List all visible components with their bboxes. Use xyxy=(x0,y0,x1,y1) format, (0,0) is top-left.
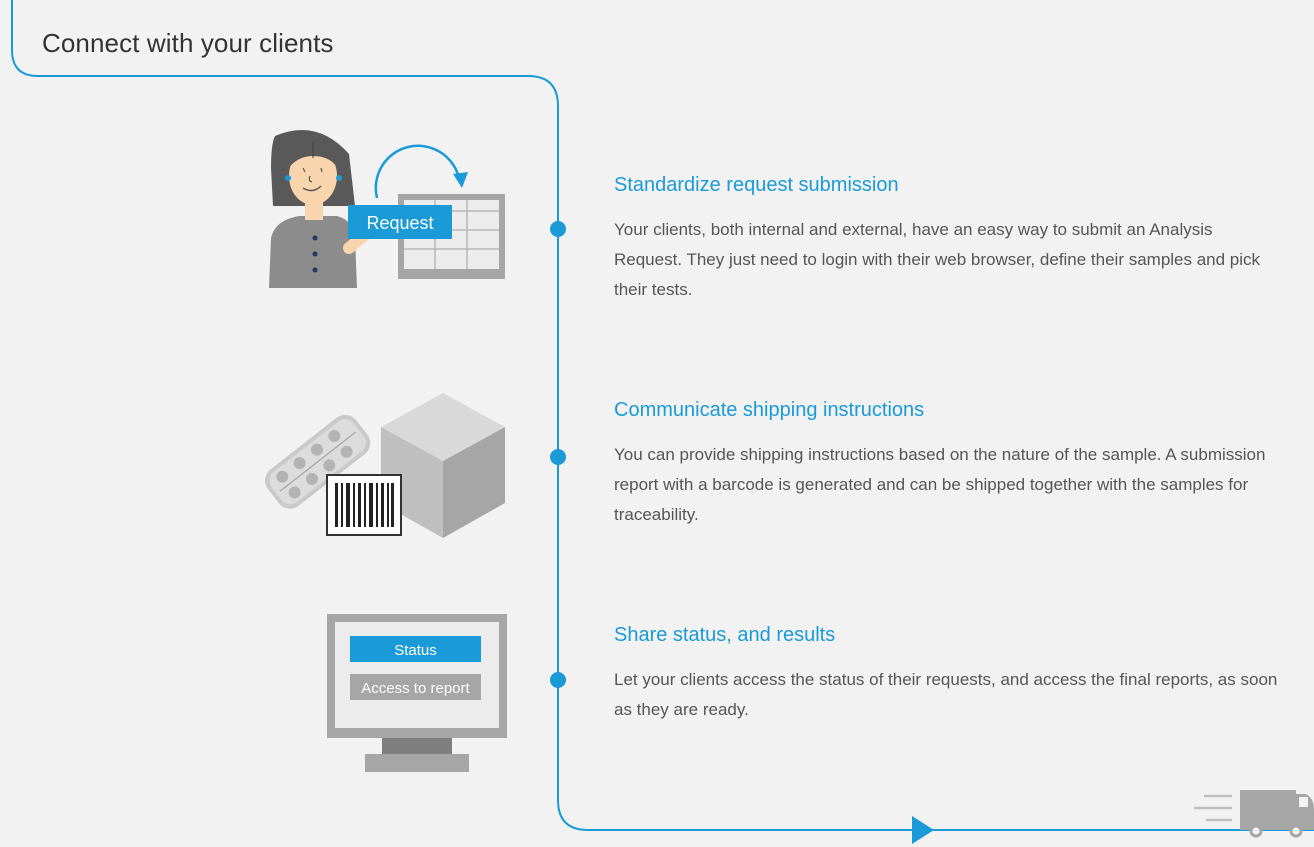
shipping-illustration xyxy=(264,393,505,538)
section-title: Connect with your clients xyxy=(42,28,334,58)
truck-icon xyxy=(1194,790,1314,838)
flow-node-2 xyxy=(550,449,566,465)
person-icon xyxy=(269,130,389,288)
report-label: Access to report xyxy=(361,680,470,697)
barcode-icon xyxy=(326,474,402,536)
request-tag xyxy=(348,205,452,239)
status-tag xyxy=(350,636,481,662)
step-3-title: Share status, and results xyxy=(614,624,836,646)
pill-blister-icon xyxy=(264,414,371,509)
flow-end-arrow xyxy=(912,816,934,844)
refresh-arrow-icon xyxy=(374,144,468,199)
status-illustration: Status Access to report xyxy=(327,614,507,772)
request-label: Request xyxy=(366,213,433,233)
flow-node-3 xyxy=(550,672,566,688)
step-2-description: You can provide shipping instructions ba… xyxy=(614,445,1266,524)
step-1-description: Your clients, both internal and external… xyxy=(614,220,1261,299)
flow-node-1 xyxy=(550,221,566,237)
step-2-title: Communicate shipping instructions xyxy=(614,399,925,421)
status-label: Status xyxy=(394,642,437,659)
report-tag xyxy=(350,674,481,700)
step-1-title: Standardize request submission xyxy=(614,174,899,196)
request-illustration: Request xyxy=(269,130,505,288)
step-3-description: Let your clients access the status of th… xyxy=(614,670,1278,719)
